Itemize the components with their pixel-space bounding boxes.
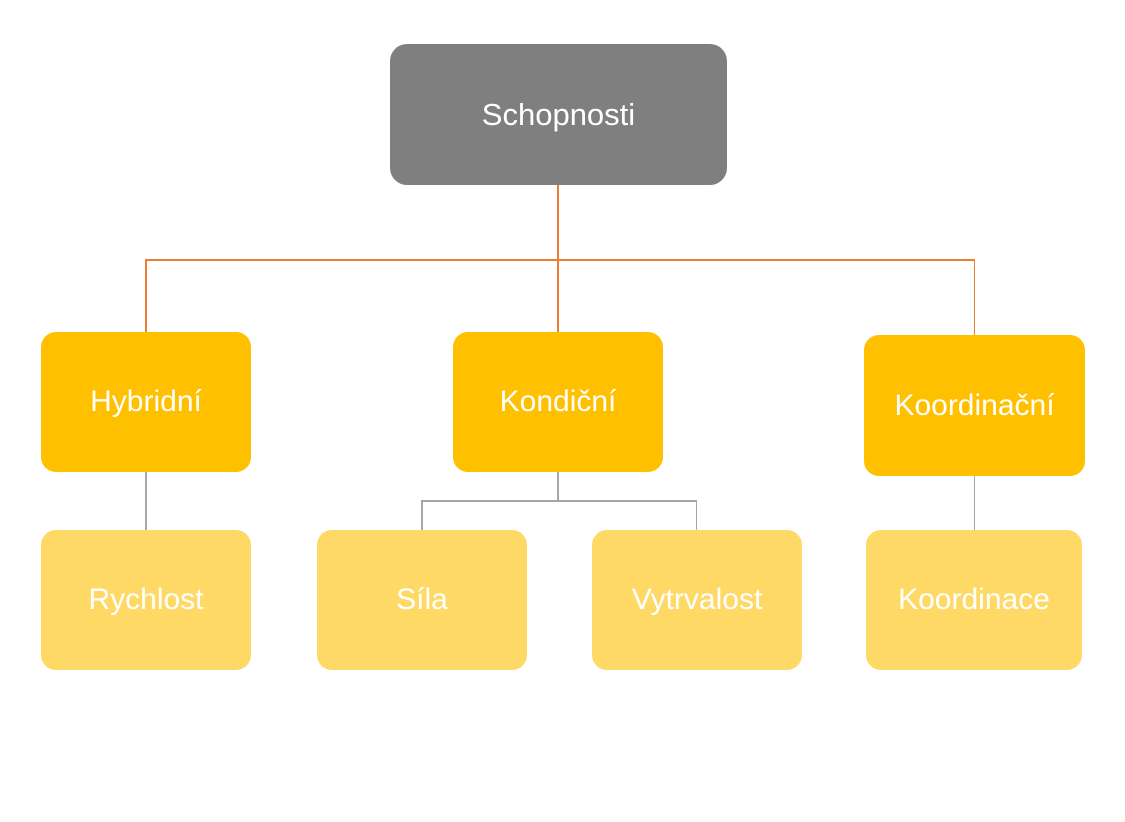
connector-hybridni-rychlost — [145, 472, 147, 530]
node-kondicni-label: Kondiční — [499, 385, 617, 418]
node-sila: Síla — [317, 530, 527, 670]
node-sila-label: Síla — [396, 583, 448, 616]
node-hybridni-label: Hybridní — [90, 385, 202, 418]
node-vytrvalost-label: Vytrvalost — [631, 583, 763, 616]
connector-kondicni-horizontal — [421, 500, 697, 502]
node-vytrvalost: Vytrvalost — [592, 530, 802, 670]
connector-drop-hybridni — [145, 259, 147, 332]
node-koordinacni: Koordinační — [864, 335, 1085, 476]
node-rychlost: Rychlost — [41, 530, 251, 670]
node-koordinacni-label: Koordinační — [894, 388, 1055, 422]
node-schopnosti: Schopnosti — [390, 44, 727, 185]
connector-kondicni-stem — [557, 472, 559, 501]
node-koordinace: Koordinace — [866, 530, 1082, 670]
connector-drop-kondicni — [557, 259, 559, 332]
connector-level1-horizontal — [145, 259, 975, 261]
node-kondicni: Kondiční — [453, 332, 663, 472]
node-hybridni: Hybridní — [41, 332, 251, 472]
node-rychlost-label: Rychlost — [88, 583, 204, 616]
connector-drop-koordinacni — [973, 259, 975, 335]
connector-koordinacni-koordinace — [973, 476, 975, 530]
connector-root-stem — [557, 185, 559, 260]
connector-drop-vytrvalost — [695, 500, 697, 530]
node-koordinace-label: Koordinace — [898, 583, 1050, 616]
node-schopnosti-label: Schopnosti — [481, 96, 636, 132]
connector-drop-sila — [421, 500, 423, 530]
